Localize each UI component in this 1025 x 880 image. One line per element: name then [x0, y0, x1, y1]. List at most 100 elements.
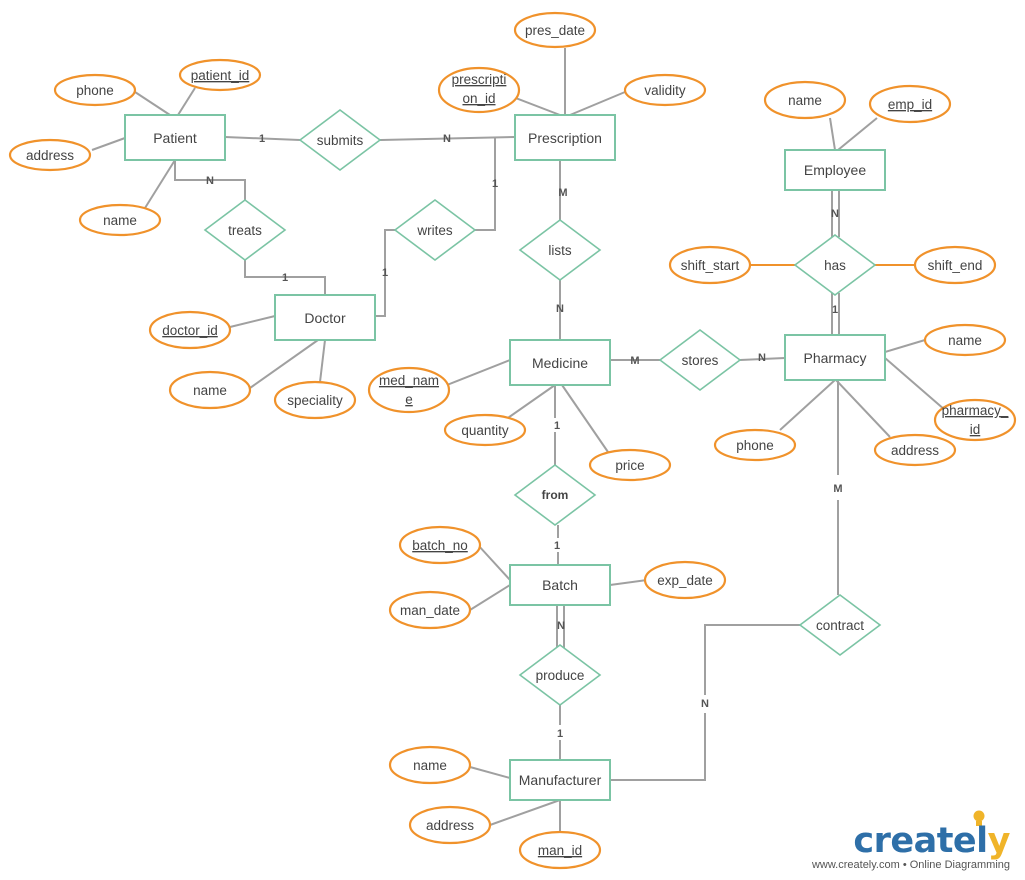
attribute-speciality-label: speciality [287, 393, 343, 408]
relationship-stores-label: stores [682, 353, 719, 368]
cardinality-label: 1 [382, 267, 388, 279]
attribute-med-name[interactable]: med_nam e [367, 366, 451, 414]
relationship-contract[interactable]: contract [798, 594, 882, 656]
connector-pharmacy-name [884, 339, 926, 353]
relationship-produce[interactable]: produce [518, 644, 602, 706]
relationship-lists[interactable]: lists [518, 219, 602, 281]
cardinality-label: M [558, 187, 567, 199]
attribute-employee-name[interactable]: name [763, 80, 847, 120]
cardinality-label: N [557, 620, 565, 632]
attribute-manufacturer-address[interactable]: address [408, 805, 492, 845]
relationship-has-label: has [824, 258, 846, 273]
attribute-exp-date[interactable]: exp_date [643, 560, 727, 600]
relationship-writes[interactable]: writes [393, 199, 477, 261]
attribute-patient-phone-label: phone [76, 83, 114, 98]
attribute-shift-end-label: shift_end [928, 258, 983, 273]
attribute-manufacturer-name-label: name [413, 758, 447, 773]
entity-prescription-label: Prescription [528, 130, 602, 146]
logo-main-text: createl [853, 821, 987, 861]
entity-employee-label: Employee [804, 162, 866, 178]
attribute-pharmacy-id-line2: id [970, 422, 981, 437]
attribute-doctor-name[interactable]: name [168, 370, 252, 410]
attribute-pharmacy-id[interactable]: pharmacy_ id [933, 398, 1017, 442]
attribute-emp-id-label: emp_id [888, 97, 932, 112]
attribute-employee-name-label: name [788, 93, 822, 108]
attribute-patient-id[interactable]: patient_id [178, 58, 262, 92]
attribute-patient-phone[interactable]: phone [53, 73, 137, 107]
attribute-batch-no[interactable]: batch_no [398, 525, 482, 565]
connector-patient-id [177, 87, 196, 116]
entity-pharmacy[interactable]: Pharmacy [784, 334, 886, 381]
entity-manufacturer[interactable]: Manufacturer [509, 759, 611, 801]
lightbulb-icon [973, 810, 985, 826]
entity-pharmacy-label: Pharmacy [803, 350, 866, 366]
connector-contract-manufacturer-a [704, 624, 800, 695]
attribute-pharmacy-name[interactable]: name [923, 323, 1007, 357]
entity-prescription[interactable]: Prescription [514, 114, 616, 161]
attribute-shift-start[interactable]: shift_start [668, 245, 752, 285]
attribute-man-date[interactable]: man_date [388, 590, 472, 630]
relationship-from-label: from [542, 488, 569, 502]
cardinality-label: N [758, 352, 766, 364]
cardinality-label: 1 [282, 272, 288, 284]
relationship-stores[interactable]: stores [658, 329, 742, 391]
entity-employee[interactable]: Employee [784, 149, 886, 191]
connector-validity [569, 91, 626, 116]
attribute-patient-name[interactable]: name [78, 203, 162, 237]
attribute-price[interactable]: price [588, 448, 672, 482]
relationship-submits[interactable]: submits [298, 109, 382, 171]
attribute-med-name-line1: med_nam [379, 373, 439, 388]
attribute-emp-id[interactable]: emp_id [868, 84, 952, 124]
footer-text[interactable]: www.creately.com • Online Diagramming [811, 859, 1010, 871]
attribute-shift-start-label: shift_start [681, 258, 740, 273]
attribute-pharmacy-phone[interactable]: phone [713, 428, 797, 462]
attribute-speciality[interactable]: speciality [273, 380, 357, 420]
entity-medicine[interactable]: Medicine [509, 339, 611, 386]
cardinality-label: N [443, 133, 451, 145]
entity-doctor-label: Doctor [304, 310, 346, 326]
connector-doctor-speciality [319, 339, 326, 383]
attribute-validity[interactable]: validity [623, 73, 707, 107]
connector-man-date [469, 584, 511, 611]
attribute-med-name-line2: e [405, 392, 413, 407]
entity-batch-label: Batch [542, 577, 578, 593]
creately-logo[interactable]: creately [853, 810, 1011, 862]
relationship-has[interactable]: has [793, 234, 877, 296]
attribute-doctor-id[interactable]: doctor_id [148, 310, 232, 350]
connector-patient-treats [174, 160, 246, 200]
attribute-shift-end[interactable]: shift_end [913, 245, 997, 285]
entity-batch[interactable]: Batch [509, 564, 611, 606]
attribute-manufacturer-name[interactable]: name [388, 745, 472, 785]
connector-manufacturer-name [469, 766, 511, 779]
attribute-pharmacy-phone-label: phone [736, 438, 774, 453]
logo-y-text: y [988, 821, 1011, 861]
entity-doctor[interactable]: Doctor [274, 294, 376, 341]
relationship-from[interactable]: from [513, 464, 597, 526]
attribute-prescription-id-line2: on_id [462, 91, 495, 106]
entity-patient[interactable]: Patient [124, 114, 226, 161]
attribute-pres-date[interactable]: pres_date [513, 11, 597, 49]
cardinality-label: N [831, 208, 839, 220]
attribute-man-id-label: man_id [538, 843, 582, 858]
attribute-exp-date-label: exp_date [657, 573, 713, 588]
cardinality-label: N [701, 698, 709, 710]
attribute-quantity[interactable]: quantity [443, 413, 527, 447]
connector-price [561, 384, 609, 453]
cardinality-label: M [833, 483, 842, 495]
connector-emp-id [837, 117, 878, 151]
attribute-patient-address[interactable]: address [8, 138, 92, 172]
relationship-lists-label: lists [548, 243, 571, 258]
attribute-pharmacy-address[interactable]: address [873, 433, 957, 467]
connectors [91, 48, 946, 832]
attribute-pharmacy-id-line1: pharmacy_ [942, 403, 1009, 418]
attribute-prescription-id[interactable]: prescripti on_id [437, 66, 521, 114]
attribute-pres-date-label: pres_date [525, 23, 585, 38]
connector-pharmacy-id [884, 357, 946, 411]
attribute-man-id[interactable]: man_id [518, 830, 602, 870]
attribute-patient-name-label: name [103, 213, 137, 228]
relationship-treats[interactable]: treats [203, 199, 287, 261]
connector-patient-name [144, 159, 176, 209]
connector-employee-name [829, 117, 836, 151]
connector-doctor-writes [375, 229, 395, 317]
